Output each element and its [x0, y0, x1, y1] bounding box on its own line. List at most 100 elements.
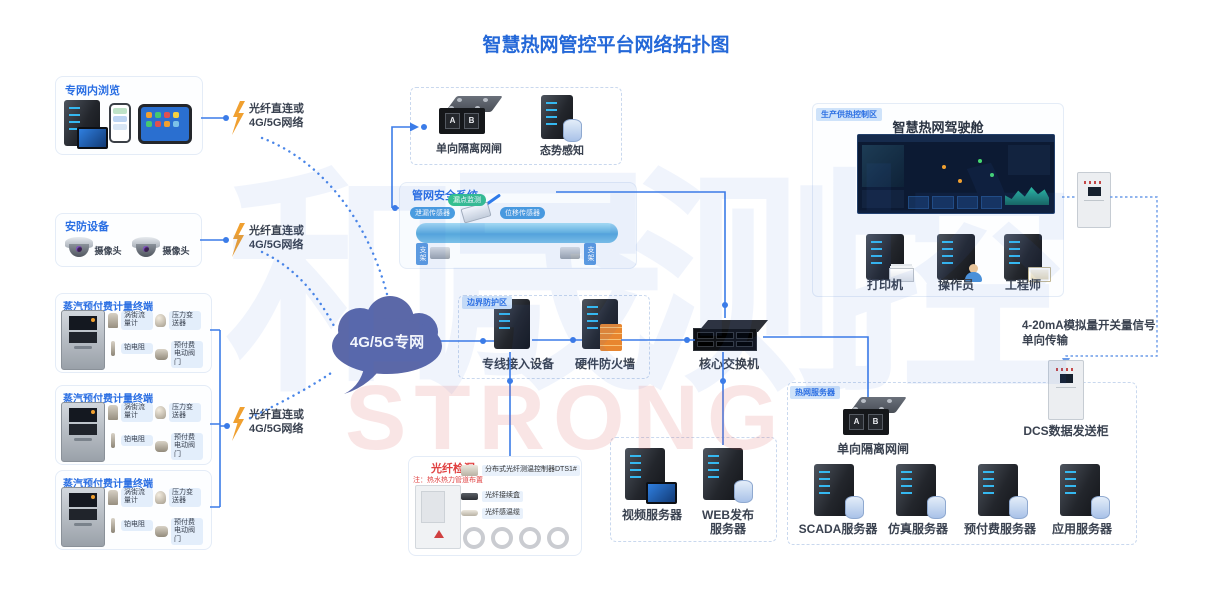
phone-icon — [109, 103, 131, 143]
pressure-transmitter-icon — [155, 490, 166, 504]
cockpit-dashboard-image — [857, 134, 1055, 214]
printer-icon — [889, 268, 914, 282]
fiber-item: 分布式光纤测温控制器DTS1# — [461, 465, 580, 476]
fiber-link-line1: 光纤直连或 — [249, 409, 304, 421]
browse-box: 专网内浏览 — [55, 76, 203, 155]
fiber-link-label-2: 光纤直连或 4G/5G网络 — [249, 224, 304, 253]
camera-icon — [132, 237, 160, 258]
access-device-label: 专线接入设备 — [481, 357, 554, 371]
engineer-server-icon — [1004, 234, 1051, 282]
fiber-link-line2: 4G/5G网络 — [249, 117, 304, 130]
terminal-box-title: 蒸汽预付费计量终端 — [63, 479, 153, 490]
valve-icon — [155, 441, 168, 453]
cloud-icon — [332, 296, 442, 394]
cloud-label: 4G/5G专网 — [349, 334, 425, 351]
rtd-icon — [111, 518, 115, 533]
leak-sensor-pill: 泄漏传感器 — [410, 207, 455, 219]
fiber-spools-icon — [463, 527, 575, 549]
boundary-zone-box — [458, 295, 650, 379]
fiber-item-label: 光纤感温缆 — [482, 508, 523, 519]
control-zone-tag: 生产供热控制区 — [816, 108, 882, 121]
prepaid-server-icon — [978, 464, 1028, 519]
meter-item: 压力变送器 — [155, 311, 201, 330]
fiber-link-label-3: 光纤直连或 4G/5G网络 — [249, 408, 304, 437]
lightning-icon — [232, 101, 245, 135]
meter-item-label: 压力变送器 — [169, 311, 201, 330]
web-server-label-line2: 服务器 — [709, 522, 746, 536]
meter-item-label: 预付费电动阀门 — [171, 433, 203, 461]
core-switch-icon — [693, 320, 769, 352]
signal-label: 4-20mA模拟量开关量信号 单向传输 — [1022, 319, 1156, 349]
cockpit-title: 智慧热网驾驶舱 — [892, 120, 984, 135]
rtd-icon — [111, 433, 115, 448]
meter-item: 预付费电动阀门 — [155, 433, 203, 461]
firewall-brick-icon — [600, 324, 622, 351]
prepaid-terminal-icon — [61, 310, 105, 370]
simulation-server-icon — [896, 464, 946, 519]
pipe-icon — [416, 223, 618, 243]
printer-server-icon — [866, 234, 914, 282]
meter-item: 压力变送器 — [155, 488, 201, 507]
meter-item-label: 压力变送器 — [169, 488, 201, 507]
browse-box-title: 专网内浏览 — [65, 85, 120, 97]
firewall-label: 硬件防火墙 — [574, 357, 635, 371]
fiber-cabinet-icon — [415, 485, 461, 549]
valve-icon — [155, 526, 168, 538]
meter-item-label: 铂电阻 — [121, 435, 153, 446]
fiber-item-label: 光纤接续盒 — [482, 491, 523, 502]
terminal-box-2: 蒸汽预付费计量终端 涡街流量计 压力变送器 铂电阻 预付费电动阀门 — [55, 385, 212, 465]
lightning-icon — [232, 407, 245, 441]
flowmeter-icon — [108, 312, 118, 328]
flowmeter-icon — [108, 404, 118, 420]
prepaid-terminal-icon — [61, 487, 105, 547]
operator-label: 操作员 — [937, 278, 974, 292]
fiber-link-line2: 4G/5G网络 — [249, 239, 304, 252]
page-title: 智慧热网管控平台网络拓扑图 — [482, 35, 730, 56]
leak-monitor-pill: 漏点监测 — [448, 194, 486, 206]
displacement-sensor-pill: 位移传感器 — [500, 207, 545, 219]
prepaid-server-label: 预付费服务器 — [963, 522, 1036, 536]
simulation-server-label: 仿真服务器 — [887, 522, 948, 536]
camera-label: 摄像头 — [94, 246, 122, 256]
book-icon — [1028, 267, 1051, 282]
server-zone-gateway-label: 单向隔离网闸 — [836, 442, 909, 456]
database-cylinder-icon — [734, 480, 753, 503]
meter-item: 压力变送器 — [155, 403, 201, 422]
sensing-cable-icon — [461, 510, 478, 517]
boundary-zone-tag: 边界防护区 — [462, 296, 512, 309]
dts-controller-icon — [461, 465, 478, 476]
meter-item: 预付费电动阀门 — [155, 341, 203, 369]
dcs-cabinet-label: DCS数据发送柜 — [1023, 424, 1109, 438]
monitor-icon — [646, 482, 677, 504]
web-server-icon — [703, 448, 753, 503]
fiber-link-line1: 光纤直连或 — [249, 225, 304, 237]
terminal-box-3: 蒸汽预付费计量终端 涡街流量计 压力变送器 铂电阻 预付费电动阀门 — [55, 470, 212, 550]
bracket-tag-right: 支架 — [584, 243, 596, 265]
video-server-label: 视频服务器 — [621, 508, 682, 522]
meter-item-label: 压力变送器 — [169, 403, 201, 422]
rtd-icon — [111, 341, 115, 356]
camera-label: 摄像头 — [162, 246, 190, 256]
fiber-link-line1: 光纤直连或 — [249, 103, 304, 115]
meter-item-label: 预付费电动阀门 — [171, 341, 203, 369]
scada-server-label: SCADA服务器 — [798, 522, 878, 536]
application-server-label: 应用服务器 — [1051, 522, 1112, 536]
meter-item: 预付费电动阀门 — [155, 518, 203, 546]
core-switch-label: 核心交换机 — [698, 357, 759, 371]
scada-server-icon — [814, 464, 864, 519]
fiber-leak-box: 光纤检漏 注：热水热力管道布置 分布式光纤测温控制器DTS1# 光纤接续盒 光纤… — [408, 456, 582, 556]
server-zone-tag: 热网服务器 — [790, 386, 840, 399]
bracket-tag-left: 支架 — [416, 243, 428, 265]
meter-item-label: 预付费电动阀门 — [171, 518, 203, 546]
database-cylinder-icon — [563, 119, 582, 142]
terminal-box-title: 蒸汽预付费计量终端 — [63, 394, 153, 405]
fiber-link-label-1: 光纤直连或 4G/5G网络 — [249, 102, 304, 131]
video-web-zone-box: 视频服务器 WEB发布 服务器 — [610, 437, 777, 542]
isolation-gateway-label: 单向隔离网闸 — [436, 143, 502, 155]
bracket-icon — [430, 247, 450, 259]
meter-item: 铂电阻 — [108, 341, 153, 356]
prepaid-terminal-icon — [61, 402, 105, 462]
meter-item-label: 铂电阻 — [121, 520, 153, 531]
